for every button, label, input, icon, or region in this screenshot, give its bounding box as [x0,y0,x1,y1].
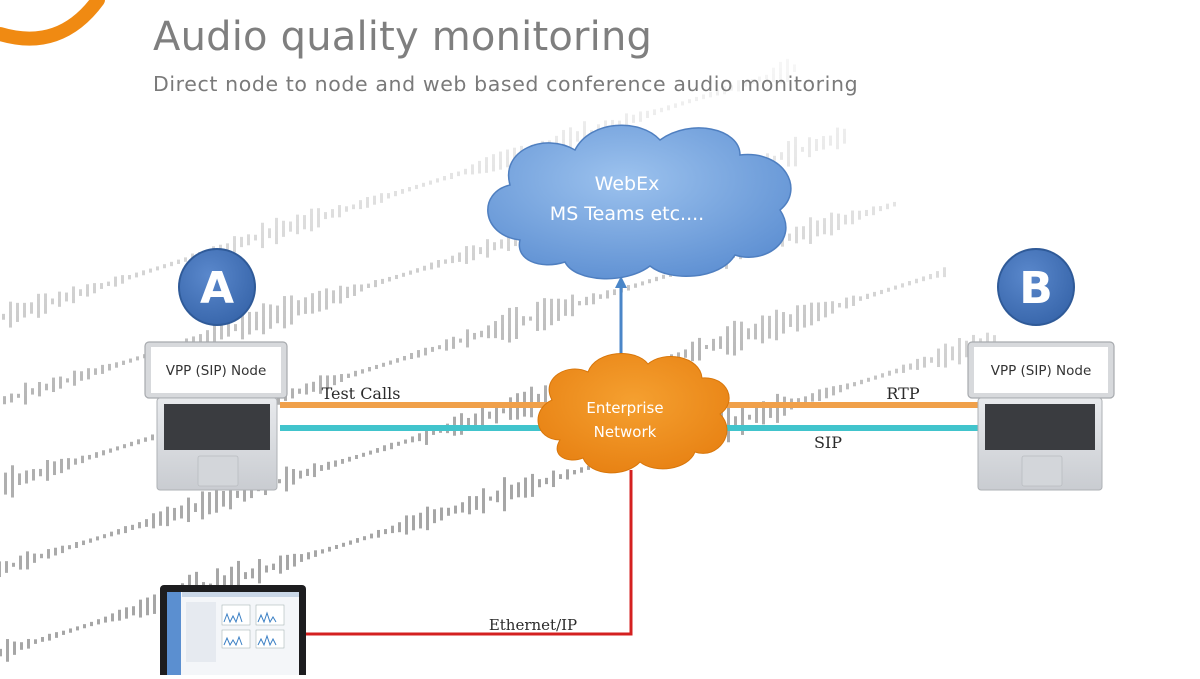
network-label-line1: Enterprise [586,399,663,417]
node-b-badge-letter: B [1019,263,1053,314]
ethernet-label: Ethernet/IP [489,616,577,634]
test-calls-label: Test Calls [322,384,401,403]
page-subtitle: Direct node to node and web based confer… [153,72,859,96]
rtp-label: RTP [886,384,919,403]
ethernet-line [303,470,633,636]
node-a-keyboard [164,404,270,450]
node-a-trackpad [197,455,239,487]
cloud-label-line1: WebEx [595,173,660,195]
node-a-badge-letter: A [200,263,234,314]
node-b-trackpad [1021,455,1063,487]
node-a-label: VPP (SIP) Node [166,363,267,379]
node-b-laptop[interactable]: VPP (SIP) Node [967,341,1115,491]
background-fade-right [700,0,1200,675]
node-b-label: VPP (SIP) Node [991,363,1092,379]
page-title: Audio quality monitoring [153,14,653,60]
sip-label: SIP [814,433,842,452]
network-label-line2: Network [594,423,657,441]
monitoring-station-monitor[interactable] [160,585,306,679]
node-b-badge: B [997,248,1075,326]
node-a-laptop[interactable]: VPP (SIP) Node [144,341,288,491]
logo-arc-icon [0,0,105,46]
node-a-badge: A [178,248,256,326]
conference-cloud[interactable]: WebEx MS Teams etc.... [487,124,792,280]
node-b-keyboard [985,404,1095,450]
cloud-label-line2: MS Teams etc.... [550,203,704,225]
enterprise-network-cloud[interactable]: Enterprise Network [537,353,730,474]
